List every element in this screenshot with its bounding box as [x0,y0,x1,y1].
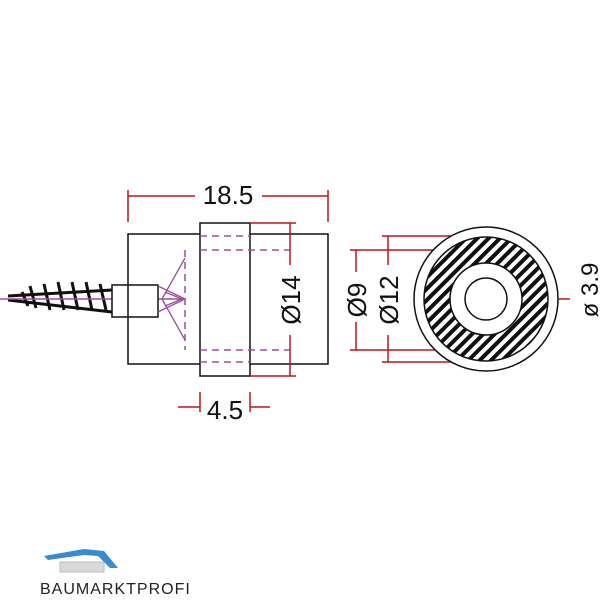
dim-overall-length: 18.5 [203,180,254,210]
collar-outline [199,222,251,377]
side-view [0,222,329,377]
screw-shank [111,284,159,318]
dim-diameter-body: Ø14 [276,275,306,324]
dim-diameter-ring: Ø12 [374,275,404,324]
hidden-lines [184,235,290,363]
logo-roof-icon [44,549,118,568]
countersink-lines [157,257,187,341]
center-hole [464,277,508,321]
logo-bricks-icon [59,561,105,573]
dim-diameter-hole: ø 3.9 [577,263,600,318]
dim-diameter-inner: Ø9 [342,283,372,318]
front-view [413,226,559,372]
dim-collar-width: 4.5 [207,395,243,425]
logo-text: BAUMARKTPROFI [40,581,191,598]
screw-thread [7,281,113,314]
brand-logo: BAUMARKTPROFI [40,549,191,598]
